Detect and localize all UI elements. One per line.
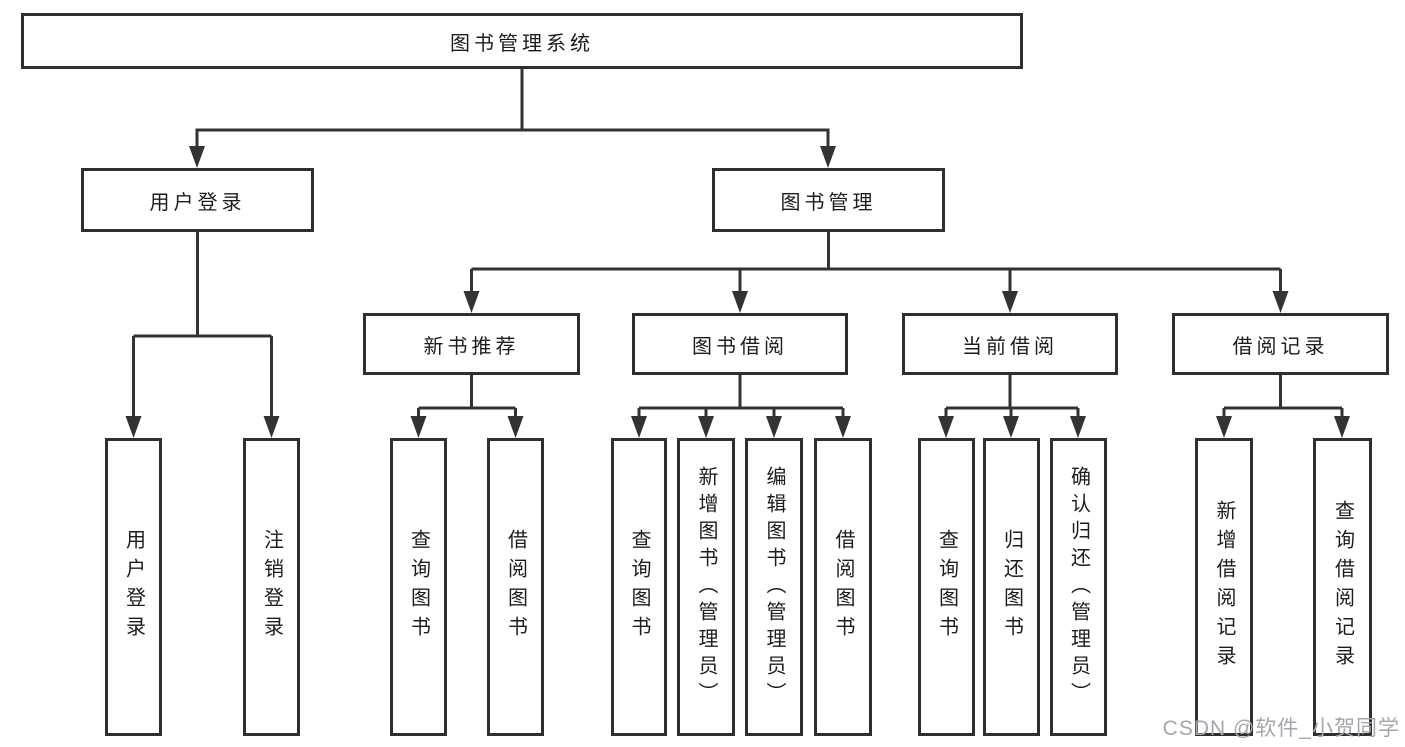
leaf-borrow-query-books: 查询图书	[611, 438, 667, 736]
node-book-management: 图书管理	[712, 168, 945, 232]
node-new-book-recommend: 新书推荐	[363, 313, 580, 375]
node-current-borrow: 当前借阅	[902, 313, 1118, 375]
node-root-system: 图书管理系统	[21, 13, 1023, 69]
leaf-return-books: 归还图书	[983, 438, 1040, 736]
leaf-confirm-return-admin: 确认归还（管理员）	[1050, 438, 1107, 736]
arrowheads	[125, 146, 1350, 438]
leaf-add-borrow-record: 新增借阅记录	[1195, 438, 1253, 736]
node-user-login: 用户登录	[81, 168, 314, 232]
leaf-current-query-books: 查询图书	[918, 438, 975, 736]
leaf-logout: 注销登录	[243, 438, 300, 736]
leaf-user-login: 用户登录	[105, 438, 162, 736]
node-book-borrow: 图书借阅	[632, 313, 848, 375]
leaf-recommend-query-books: 查询图书	[390, 438, 447, 736]
csdn-watermark: CSDN @软件_小贺同学	[1162, 717, 1400, 740]
leaf-edit-books-admin: 编辑图书（管理员）	[745, 438, 803, 736]
leaf-recommend-borrow-books: 借阅图书	[487, 438, 544, 736]
leaf-query-borrow-record: 查询借阅记录	[1313, 438, 1372, 736]
node-borrow-records: 借阅记录	[1172, 313, 1389, 375]
leaf-borrow-books: 借阅图书	[814, 438, 872, 736]
leaf-add-books-admin: 新增图书（管理员）	[677, 438, 735, 736]
